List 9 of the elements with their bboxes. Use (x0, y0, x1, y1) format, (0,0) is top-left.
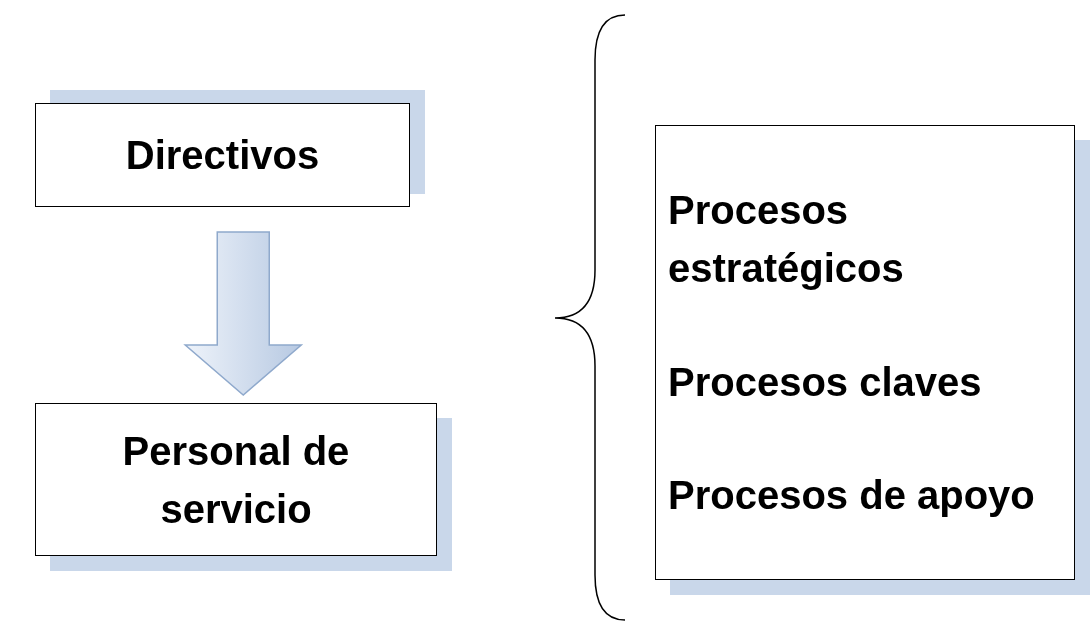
box-text: Directivos (125, 132, 320, 179)
text-box (35, 403, 437, 556)
text-box (655, 125, 1075, 580)
box-text: Personal de servicio (121, 427, 351, 533)
box-text: Procesos claves (668, 358, 982, 406)
box-text: Procesos estratégicos (668, 187, 905, 293)
text-box (35, 103, 410, 207)
box-text: Procesos de apoyo (668, 471, 1035, 519)
block-arrow (183, 231, 304, 396)
